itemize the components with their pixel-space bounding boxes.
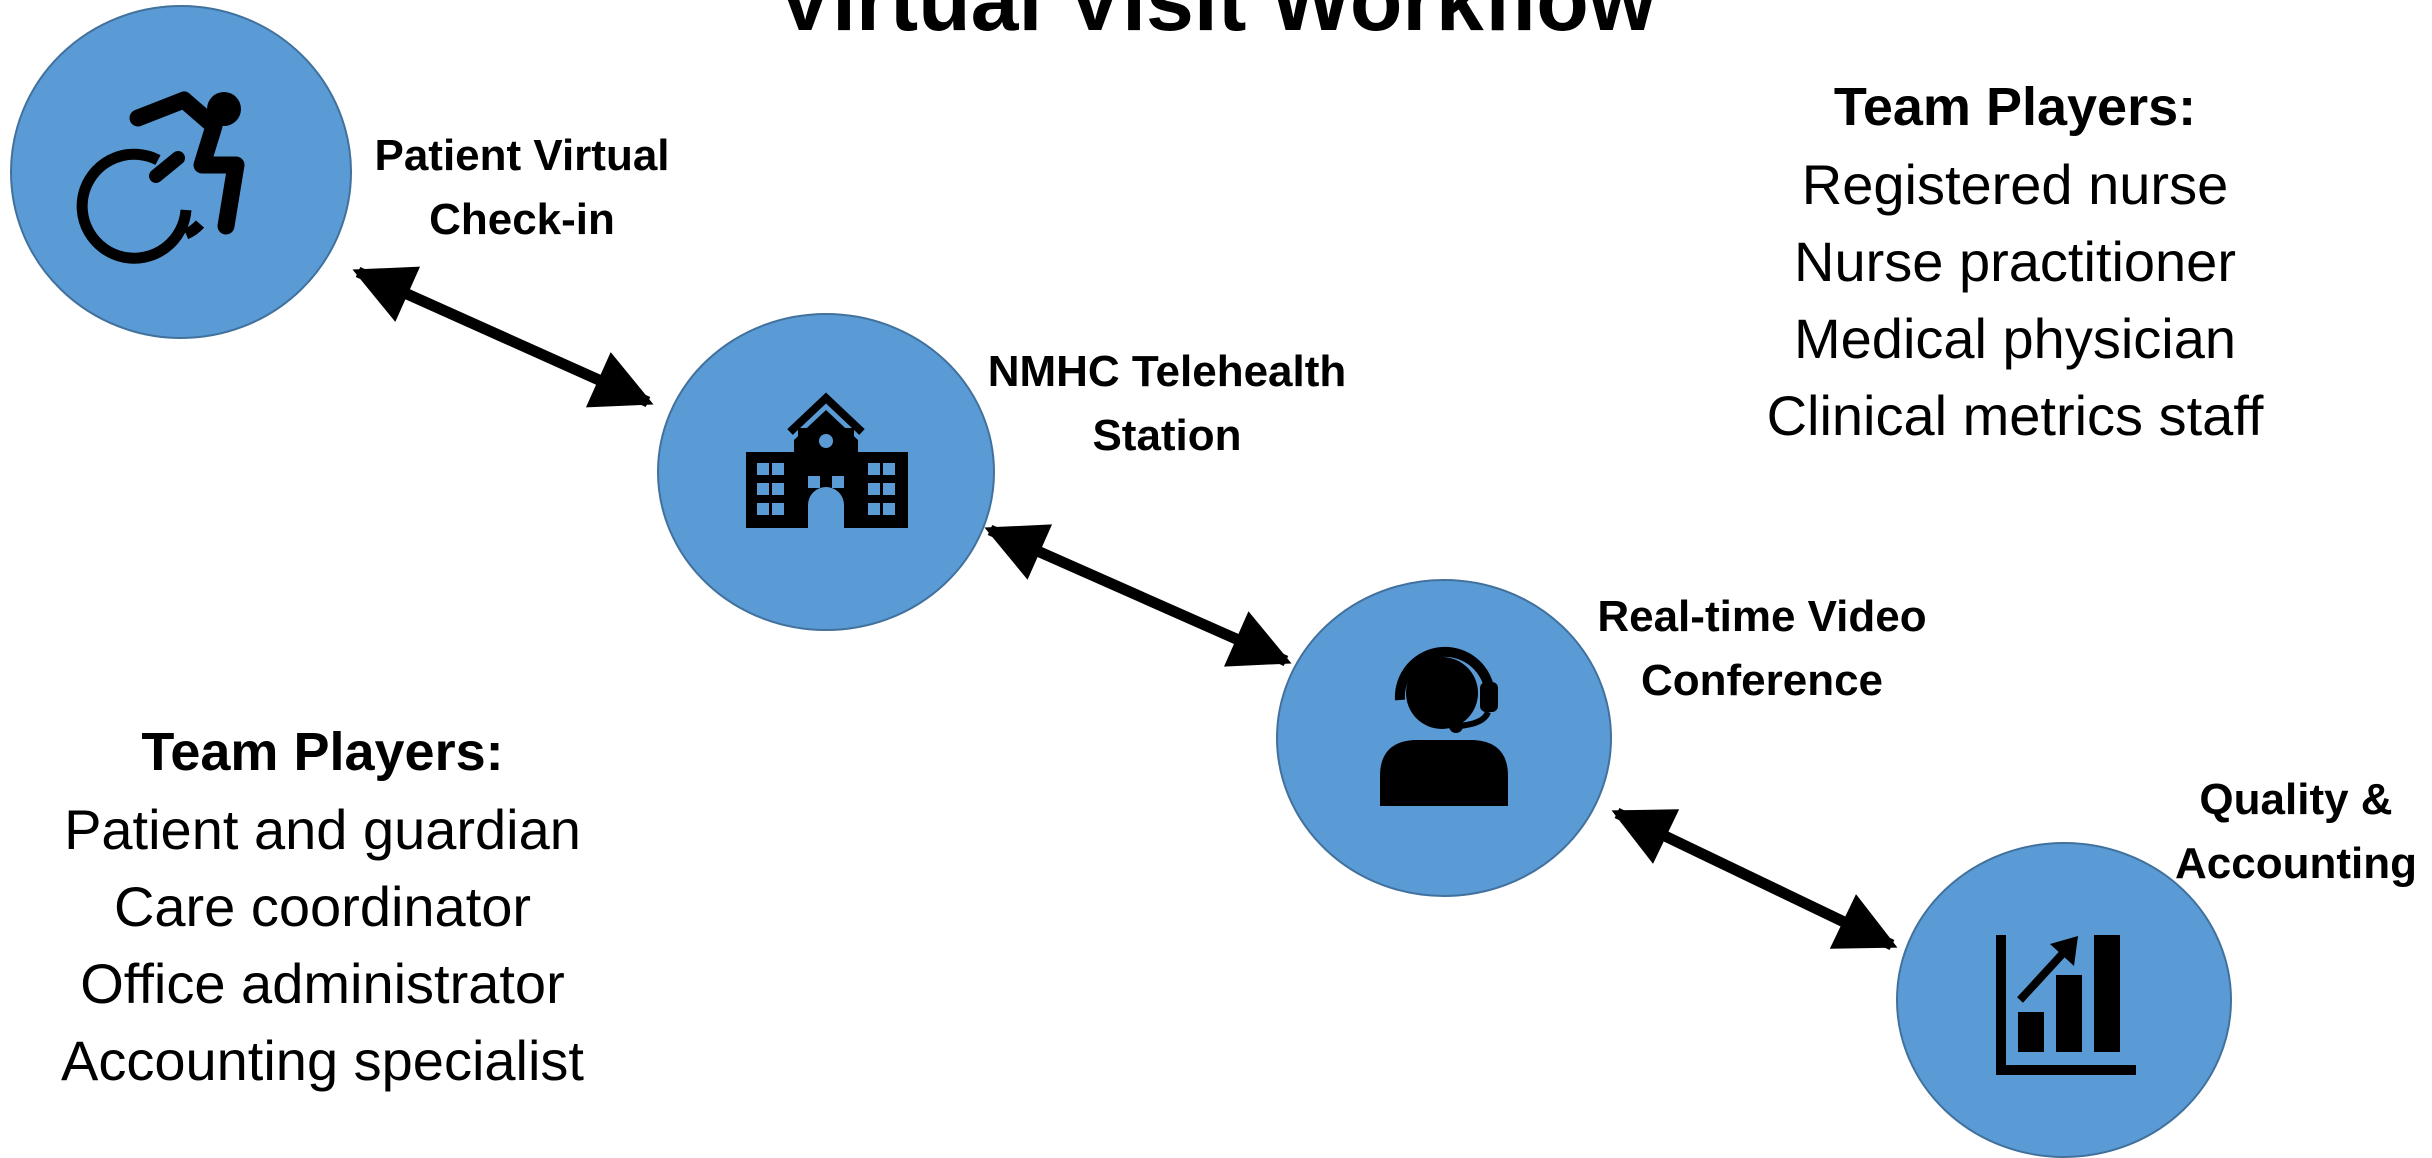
label-line: Conference (1640, 656, 1884, 705)
node-label-video-conference: Real-time Video Conference (1572, 585, 1952, 713)
team-member: Medical physician (1794, 307, 2236, 370)
team-players-patient-side: Team Players: Patient and guardian Care … (10, 713, 635, 1099)
label-line: NMHC Telehealth (987, 347, 1347, 396)
label-line: Station (1092, 411, 1242, 460)
node-label-quality-accounting: Quality & Accounting (2160, 768, 2432, 896)
node-circle (10, 5, 352, 339)
arrow-checkin-telehealth (352, 266, 654, 408)
label-line: Check-in (429, 195, 615, 244)
team-member: Registered nurse (1801, 153, 2229, 216)
label-line: Patient Virtual (374, 131, 670, 180)
team-heading: Team Players: (141, 722, 504, 782)
team-heading: Team Players: (1833, 77, 2197, 137)
node-circle (1276, 579, 1612, 897)
arrow-telehealth-video (984, 524, 1292, 667)
team-member: Nurse practitioner (1794, 230, 2236, 293)
bar-chart-icon (1996, 935, 2136, 1075)
team-players-clinical: Team Players: Registered nurse Nurse pra… (1700, 68, 2330, 454)
node-label-patient-check-in: Patient Virtual Check-in (352, 124, 692, 252)
node-patient-check-in (10, 5, 352, 339)
label-line: Real-time Video (1597, 592, 1927, 641)
node-quality-accounting (1896, 842, 2232, 1158)
team-member: Care coordinator (113, 875, 532, 938)
node-video-conference (1276, 579, 1612, 897)
node-telehealth-station (657, 313, 995, 631)
label-line: Accounting (2175, 839, 2417, 888)
wheelchair-icon (76, 91, 245, 264)
team-member: Office administrator (80, 952, 565, 1015)
arrow-video-quality (1611, 808, 1898, 950)
building-icon (746, 392, 908, 528)
node-label-telehealth-station: NMHC Telehealth Station (962, 340, 1372, 468)
team-member: Accounting specialist (61, 1029, 584, 1092)
label-line: Quality & (2199, 775, 2393, 824)
team-member: Patient and guardian (64, 798, 581, 861)
headset-agent-icon (1380, 646, 1508, 806)
diagram-title: Virtual Visit Workflow (776, 0, 1656, 49)
team-member: Clinical metrics staff (1766, 384, 2264, 447)
